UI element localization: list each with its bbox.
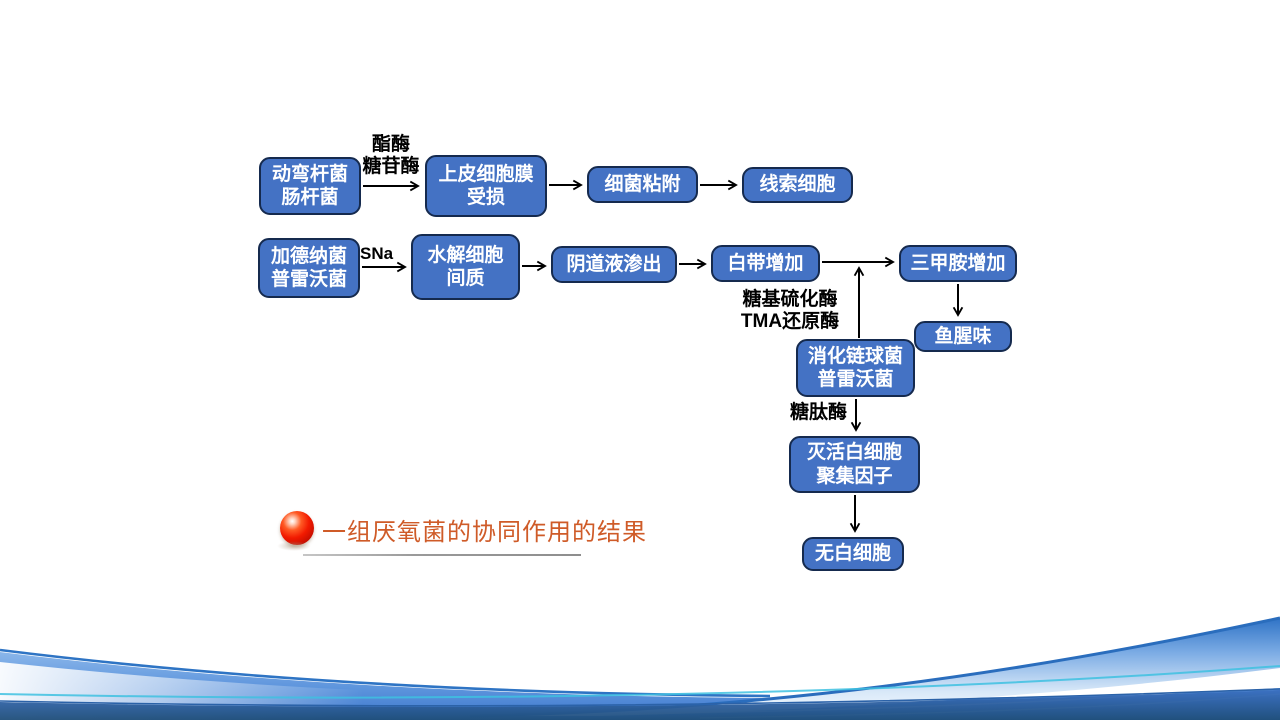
footer-note: 一组厌氧菌的协同作用的结果 (277, 505, 698, 565)
flow-box-fishy-odor: 鱼腥味 (914, 321, 1012, 352)
flow-box-bacterial-adhesion: 细菌粘附 (587, 166, 698, 203)
footer-underline (303, 554, 581, 556)
flow-box-bacteria-group2: 加德纳菌 普雷沃菌 (258, 238, 360, 298)
label-enzyme-esterase: 酯酶 糖苷酶 (362, 134, 420, 178)
label-enzyme-glycosyl-sulfatase: 糖基硫化酶 TMA还原酶 (740, 289, 840, 333)
flow-box-bacteria-group1: 动弯杆菌 肠杆菌 (259, 157, 361, 215)
label-sna: SNa (360, 244, 394, 263)
label-enzyme-glycopeptidase: 糖肽酶 (790, 402, 848, 423)
flow-box-bacteria-group3: 消化链球菌 普雷沃菌 (796, 339, 915, 397)
flow-box-leukorrhea-increase: 白带增加 (711, 245, 820, 282)
flow-box-trimethylamine-increase: 三甲胺增加 (899, 245, 1017, 282)
footer-note-text: 一组厌氧菌的协同作用的结果 (322, 519, 647, 546)
flow-box-vaginal-fluid-exudate: 阴道液渗出 (551, 246, 677, 283)
flow-box-epithelial-membrane-damage: 上皮细胞膜 受损 (425, 155, 547, 217)
flow-box-inactivate-wbc-factor: 灭活白细胞 聚集因子 (789, 436, 920, 493)
red-bullet-icon (277, 511, 314, 551)
flow-box-no-wbc: 无白细胞 (802, 537, 904, 571)
flow-box-clue-cells: 线索细胞 (742, 167, 853, 203)
flow-box-hydrolyze-matrix: 水解细胞 间质 (411, 234, 520, 300)
bottom-wave-decoration (0, 616, 1280, 720)
